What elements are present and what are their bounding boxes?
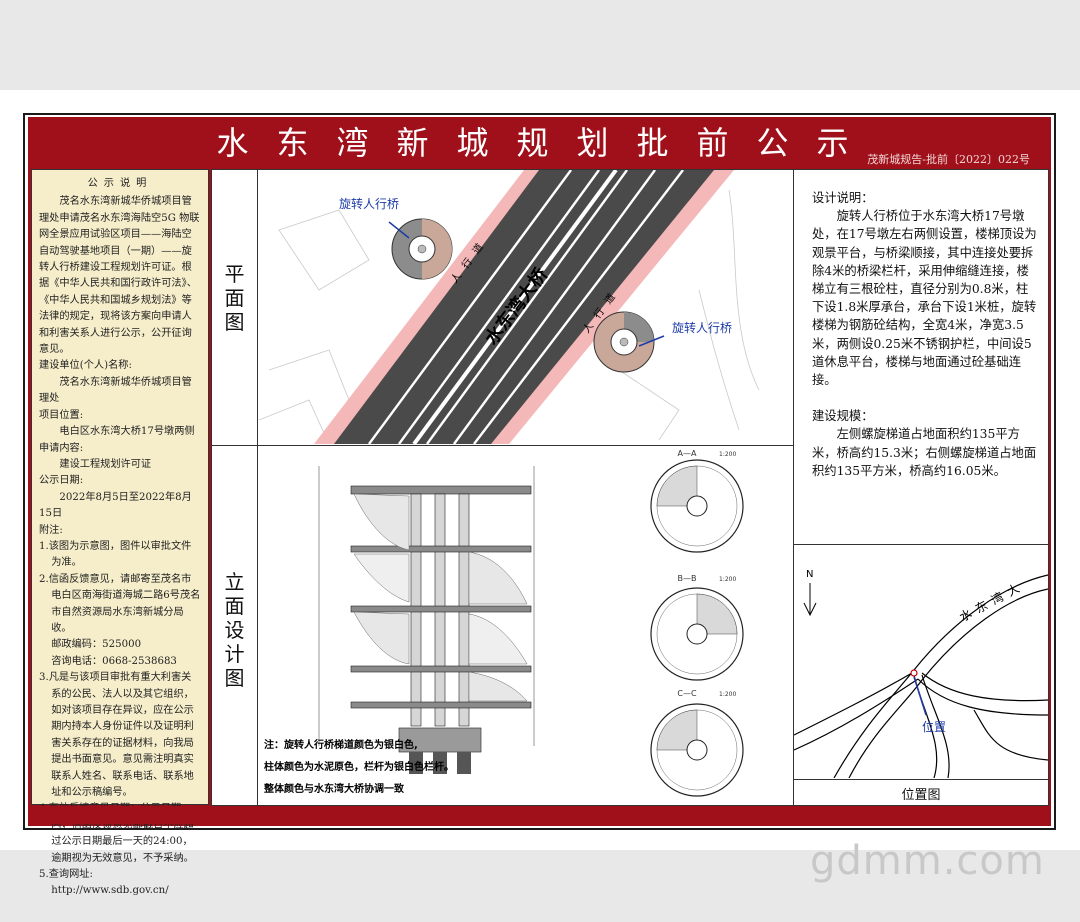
stair-label-2: 旋转人行桥 (672, 320, 732, 335)
notice-item: 1.该图为示意图，图件以审批文件为准。 (39, 540, 192, 569)
notice-item: 3.凡是与该项目审批有重大利害关系的公民、法人以及其它组织，如对该项目存在异议，… (39, 672, 194, 799)
content-value: 建设工程规划许可证 (59, 458, 152, 470)
notice-item: 邮政编码：525000 (51, 639, 142, 651)
notice-intro: 茂名水东湾新城华侨城项目管理处申请茂名水东湾海陆空5G 物联网全景应用试验区项目… (39, 196, 200, 356)
bottom-gray-band (0, 850, 1080, 922)
section-c: C—C 1:200 (650, 689, 744, 797)
spiral-stair-left (391, 218, 453, 280)
bottom-red-strip (30, 806, 1049, 824)
section-a-title: A—A (678, 449, 697, 458)
divider-right (793, 544, 1049, 545)
label-column (211, 169, 258, 806)
plan-label-text: 平面图 (224, 262, 245, 334)
notice-heading: 公示说明 (87, 178, 153, 189)
attach-label: 附注: (39, 524, 63, 536)
location-map: N 水东湾大 位置 (794, 545, 1048, 778)
elevation-note-1: 注：旋转人行桥梯道颜色为银白色, (264, 738, 418, 751)
board-title: 水东湾新城规划批前公示 (216, 124, 877, 162)
divider-map-label (793, 779, 1049, 780)
plan-label: 平面图 (211, 262, 258, 334)
elevation-label-text: 立面设计图 (224, 570, 245, 690)
section-c-title: C—C (677, 689, 697, 698)
applicant-label: 建设单位(个人)名称: (39, 360, 132, 372)
notice-url: http://www.sdb.gov.cn/ (51, 885, 169, 897)
document-number: 茂新城规告-批前〔2022〕022号 (867, 153, 1030, 166)
plan-drawing: 水东湾大桥 人行道 人行道 旋转人行桥 旋转人行桥 (259, 170, 792, 444)
scale-body: 左侧螺旋梯道占地面积约135平方米，桥高约15.3米；右侧螺旋梯道占地面积约13… (812, 427, 1037, 478)
road-surface (334, 170, 714, 444)
section-c-scale: 1:200 (719, 691, 736, 698)
applicant-value: 茂名水东湾新城华侨城项目管理处 (39, 376, 192, 405)
top-gray-band (0, 0, 1080, 90)
date-label: 公示日期: (39, 475, 84, 487)
location-map-title: 位置图 (901, 788, 941, 803)
location-label: 项目位置: (39, 409, 84, 421)
location-value: 电白区水东湾大桥17号墩两侧 (59, 426, 195, 438)
section-a: A—A 1:200 (650, 449, 744, 553)
section-b-title: B—B (678, 574, 697, 583)
description-heading: 设计说明： (812, 191, 874, 205)
stair-label-1: 旋转人行桥 (339, 196, 399, 211)
watermark: gdmm.com (810, 838, 1045, 884)
elevation-drawing: 注：旋转人行桥梯道颜色为银白色, 柱体颜色为水泥原色，栏杆为银白色栏杆。 整体颜… (259, 446, 792, 805)
north-arrow-icon (803, 583, 817, 617)
north-arrow-label: N (806, 569, 813, 580)
divider-vertical (793, 169, 794, 806)
position-label: 位置 (922, 719, 946, 734)
description-body: 旋转人行桥位于水东湾大桥17号墩处，在17号墩左右两侧设置，楼梯顶设为观景平台，… (812, 209, 1037, 388)
section-a-scale: 1:200 (719, 451, 736, 458)
content-label: 申请内容: (39, 442, 84, 454)
section-b: B—B 1:200 (650, 574, 744, 681)
notice-item: 2.信函反馈意见，请邮寄至茂名市电白区南海街道海城二路6号茂名市自然资源局水东湾… (39, 573, 201, 634)
notice-item: 咨询电话：0668-2538683 (51, 655, 177, 667)
location-marker (910, 669, 918, 677)
date-value: 2022年8月5日至2022年8月15日 (39, 491, 192, 520)
divider-horizontal (211, 445, 794, 446)
elevation-note-2: 柱体颜色为水泥原色，栏杆为银白色栏杆。 (264, 760, 454, 773)
design-description: 设计说明： 旋转人行桥位于水东湾大桥17号墩处，在17号墩左右两侧设置，楼梯顶设… (812, 189, 1038, 480)
elevation-label: 立面设计图 (211, 570, 258, 690)
notice-panel: 公示说明 茂名水东湾新城华侨城项目管理处申请茂名水东湾海陆空5G 物联网全景应用… (31, 169, 209, 896)
section-b-scale: 1:200 (719, 576, 736, 583)
scale-heading: 建设规模： (812, 409, 874, 424)
notice-item: 5.查询网址: (39, 869, 93, 881)
spiral-stair-right (593, 311, 655, 373)
elevation-note-3: 整体颜色与水东湾大桥协调一致 (263, 782, 405, 795)
elevation-tower (318, 466, 535, 774)
